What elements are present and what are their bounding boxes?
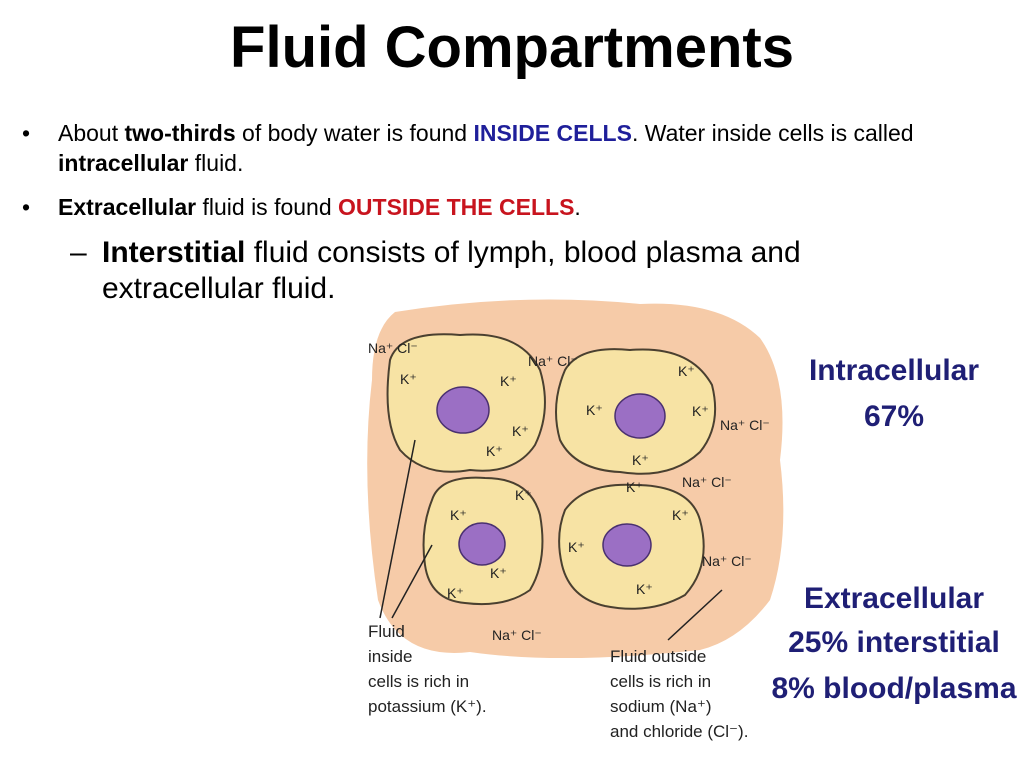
outside-cells-highlight: OUTSIDE THE CELLS: [338, 194, 575, 220]
ion-label: K⁺: [678, 363, 695, 379]
caption-outside-line: sodium (Na⁺): [610, 697, 712, 716]
ion-label: K⁺: [512, 423, 529, 439]
intracellular-label: Intracellular: [809, 354, 979, 387]
sub-bullet-marker: –: [70, 236, 87, 269]
ion-label: Na⁺ Cl⁻: [682, 474, 732, 490]
bullet-text: Extracellular fluid is found OUTSIDE THE…: [58, 194, 581, 220]
pointer-line: [667, 589, 723, 641]
caption-inside-line: cells is rich in: [368, 672, 469, 691]
cell-top-right: [555, 348, 717, 475]
pointer-line: [391, 544, 433, 619]
caption-outside-line: Fluid outside: [610, 647, 706, 666]
caption-inside-line: potassium (K⁺).: [368, 697, 487, 716]
extracellular-interstitial: 25% interstitial: [788, 626, 1000, 659]
extracellular-label: Extracellular: [804, 582, 984, 615]
intracellular-percent: 67%: [864, 400, 924, 433]
ion-label: K⁺: [626, 479, 643, 495]
ion-label: Na⁺ Cl⁻: [528, 353, 578, 369]
caption-outside-line: cells is rich in: [610, 672, 711, 691]
ion-label: Na⁺ Cl⁻: [702, 553, 752, 569]
ion-label: K⁺: [486, 443, 503, 459]
ion-label: K⁺: [400, 371, 417, 387]
ion-label: K⁺: [450, 507, 467, 523]
cell-bottom-left: [422, 476, 544, 606]
ion-label: K⁺: [447, 585, 464, 601]
ion-label: K⁺: [692, 403, 709, 419]
ion-label: Na⁺ Cl⁻: [368, 340, 418, 356]
caption-outside-line: and chloride (Cl⁻).: [610, 722, 748, 741]
bullet-marker: •: [22, 120, 31, 146]
sub-bullet-text: Interstitial fluid consists of lymph, bl…: [102, 236, 801, 305]
cell-top-left: [386, 333, 546, 473]
caption-inside-line: inside: [368, 647, 412, 666]
slide-title: Fluid Compartments: [230, 15, 794, 80]
inside-cells-highlight: INSIDE CELLS: [473, 120, 632, 146]
extracellular-plasma: 8% blood/plasma: [771, 672, 1016, 705]
bullet-marker: •: [22, 194, 31, 220]
ion-label: K⁺: [490, 565, 507, 581]
ion-label: K⁺: [632, 452, 649, 468]
ion-label: K⁺: [500, 373, 517, 389]
cell-bottom-right: [558, 483, 705, 610]
bullet-text: About two-thirds of body water is found …: [58, 120, 914, 176]
caption-inside-line: Fluid: [368, 622, 405, 641]
pointer-line: [379, 439, 416, 619]
ion-label: K⁺: [568, 539, 585, 555]
ion-label: K⁺: [636, 581, 653, 597]
ion-label: K⁺: [515, 487, 532, 503]
ion-label: K⁺: [586, 402, 603, 418]
ion-label: K⁺: [672, 507, 689, 523]
ion-label: Na⁺ Cl⁻: [492, 627, 542, 643]
ion-label: Na⁺ Cl⁻: [720, 417, 770, 433]
